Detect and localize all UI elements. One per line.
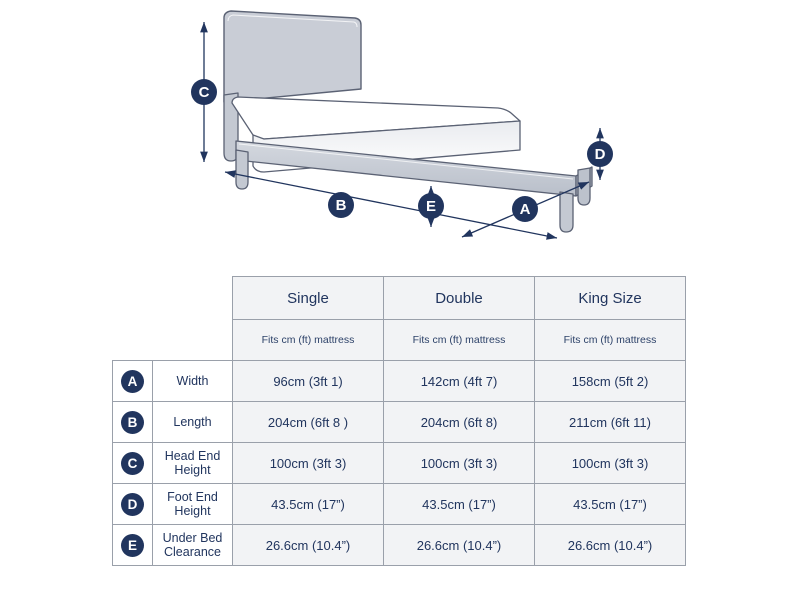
cell-foot-end-height-single: 43.5cm (17”): [232, 483, 384, 525]
table-header-row: Single Double King Size: [112, 276, 686, 320]
diagram-badge-c: C: [191, 79, 217, 105]
header-spacer-label: [152, 276, 233, 320]
cell-head-end-height-single: 100cm (3ft 3): [232, 442, 384, 484]
cell-head-end-height-king-size: 100cm (3ft 3): [534, 442, 686, 484]
row-label-under-bed-clearance: Under Bed Clearance: [152, 524, 233, 566]
row-badge-cell-b: B: [112, 401, 153, 443]
diagram-badge-e-label: E: [426, 198, 436, 215]
table-row: C Head End Height 100cm (3ft 3) 100cm (3…: [112, 442, 686, 484]
row-badge-c: C: [121, 451, 144, 475]
row-badge-e: E: [121, 533, 144, 557]
row-label-foot-end-height: Foot End Height: [152, 483, 233, 525]
cell-width-king-size: 158cm (5ft 2): [534, 360, 686, 402]
column-header-king-size: King Size: [534, 276, 686, 320]
column-subheader-king-size: Fits cm (ft) mattress: [534, 319, 686, 361]
cell-foot-end-height-king-size: 43.5cm (17”): [534, 483, 686, 525]
cell-length-king-size: 211cm (6ft 11): [534, 401, 686, 443]
table-row: E Under Bed Clearance 26.6cm (10.4”) 26.…: [112, 524, 686, 566]
cell-length-single: 204cm (6ft 8 ): [232, 401, 384, 443]
diagram-badge-a: A: [512, 196, 538, 222]
column-header-single: Single: [232, 276, 384, 320]
row-label-length: Length: [152, 401, 233, 443]
cell-under-bed-clearance-king-size: 26.6cm (10.4”): [534, 524, 686, 566]
table-row: D Foot End Height 43.5cm (17”) 43.5cm (1…: [112, 483, 686, 525]
row-badge-cell-e: E: [112, 524, 153, 566]
row-badge-cell-a: A: [112, 360, 153, 402]
table-row: A Width 96cm (3ft 1) 142cm (4ft 7) 158cm…: [112, 360, 686, 402]
cell-head-end-height-double: 100cm (3ft 3): [383, 442, 535, 484]
diagram-badge-c-label: C: [199, 84, 210, 101]
foot-front-leg: [559, 191, 574, 233]
row-badge-cell-d: D: [112, 483, 153, 525]
diagram-badge-d-label: D: [595, 146, 606, 163]
diagram-badge-b-label: B: [336, 197, 347, 214]
row-badge-b: B: [121, 410, 144, 434]
headboard: [223, 10, 362, 103]
bed-dimensions-table: Single Double King Size Fits cm (ft) mat…: [112, 276, 686, 566]
column-header-double: Double: [383, 276, 535, 320]
cell-width-single: 96cm (3ft 1): [232, 360, 384, 402]
bed-diagram: C D B E A: [0, 0, 800, 265]
cell-length-double: 204cm (6ft 8): [383, 401, 535, 443]
cell-foot-end-height-double: 43.5cm (17”): [383, 483, 535, 525]
row-badge-a: A: [121, 369, 144, 393]
column-subheader-double: Fits cm (ft) mattress: [383, 319, 535, 361]
diagram-badge-e: E: [418, 193, 444, 219]
row-label-head-end-height: Head End Height: [152, 442, 233, 484]
table-subheader-row: Fits cm (ft) mattress Fits cm (ft) mattr…: [112, 319, 686, 361]
row-badge-cell-c: C: [112, 442, 153, 484]
diagram-badge-a-label: A: [520, 201, 531, 218]
cell-width-double: 142cm (4ft 7): [383, 360, 535, 402]
column-subheader-single: Fits cm (ft) mattress: [232, 319, 384, 361]
cell-under-bed-clearance-single: 26.6cm (10.4”): [232, 524, 384, 566]
row-badge-d: D: [121, 492, 144, 516]
row-label-width: Width: [152, 360, 233, 402]
diagram-badge-b: B: [328, 192, 354, 218]
cell-under-bed-clearance-double: 26.6cm (10.4”): [383, 524, 535, 566]
header-spacer-badge: [112, 276, 153, 320]
front-left-leg: [235, 149, 249, 190]
table-row: B Length 204cm (6ft 8 ) 204cm (6ft 8) 21…: [112, 401, 686, 443]
diagram-badge-d: D: [587, 141, 613, 167]
subheader-spacer-label: [152, 319, 233, 361]
subheader-spacer-badge: [112, 319, 153, 361]
bed-illustration: C D B E A: [191, 10, 613, 240]
